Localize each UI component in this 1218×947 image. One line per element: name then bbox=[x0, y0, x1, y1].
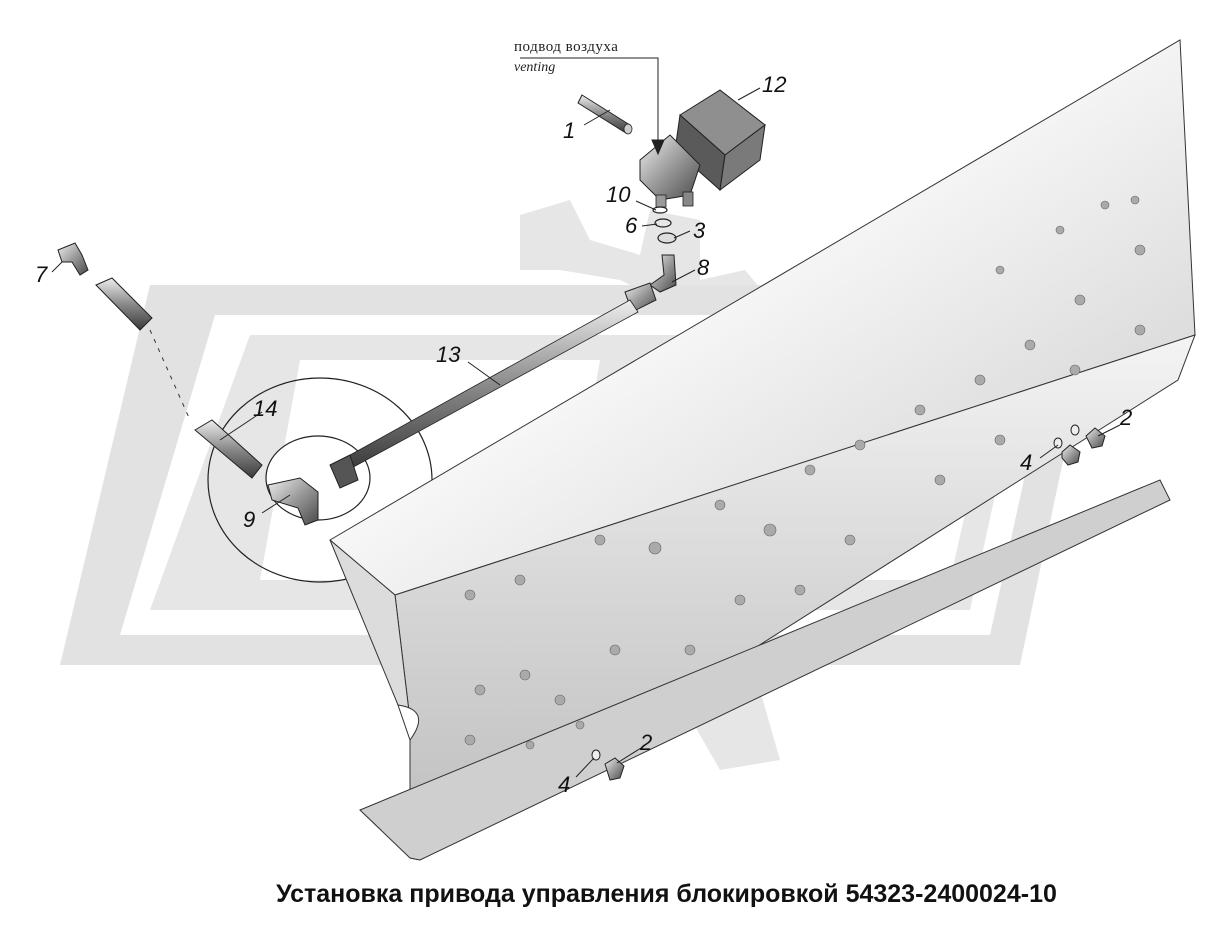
callout-14: 14 bbox=[253, 396, 277, 421]
frame-beam bbox=[329, 39, 1196, 861]
callout-2-right: 2 bbox=[1119, 405, 1132, 430]
callout-1: 1 bbox=[563, 118, 575, 143]
part-9-tee-fitting bbox=[267, 477, 319, 526]
callout-10: 10 bbox=[606, 182, 631, 207]
parts-nuts-washers bbox=[591, 424, 1106, 781]
air-supply-label-ru: подвод воздуха bbox=[514, 39, 618, 55]
callout-3: 3 bbox=[693, 218, 706, 243]
callout-8: 8 bbox=[697, 255, 710, 280]
callout-7: 7 bbox=[35, 262, 48, 287]
callout-13: 13 bbox=[436, 342, 461, 367]
callout-4-right: 4 bbox=[1020, 450, 1032, 475]
part-7-fitting bbox=[57, 242, 191, 421]
part-14-sleeve bbox=[194, 419, 263, 479]
callout-12: 12 bbox=[762, 72, 786, 97]
part-12-solenoid-valve bbox=[639, 89, 766, 208]
leader-lines bbox=[51, 57, 1121, 778]
air-supply-label-en: venting bbox=[514, 60, 555, 75]
callout-6: 6 bbox=[625, 213, 638, 238]
callout-4-bottom: 4 bbox=[558, 772, 570, 797]
callout-2-bottom: 2 bbox=[639, 730, 652, 755]
part-13-tube bbox=[329, 299, 639, 489]
figure-caption: Установка привода управления блокировкой… bbox=[276, 880, 1057, 908]
parts-rings bbox=[652, 206, 677, 244]
part-1-pin bbox=[577, 94, 633, 135]
callout-9: 9 bbox=[243, 507, 255, 532]
